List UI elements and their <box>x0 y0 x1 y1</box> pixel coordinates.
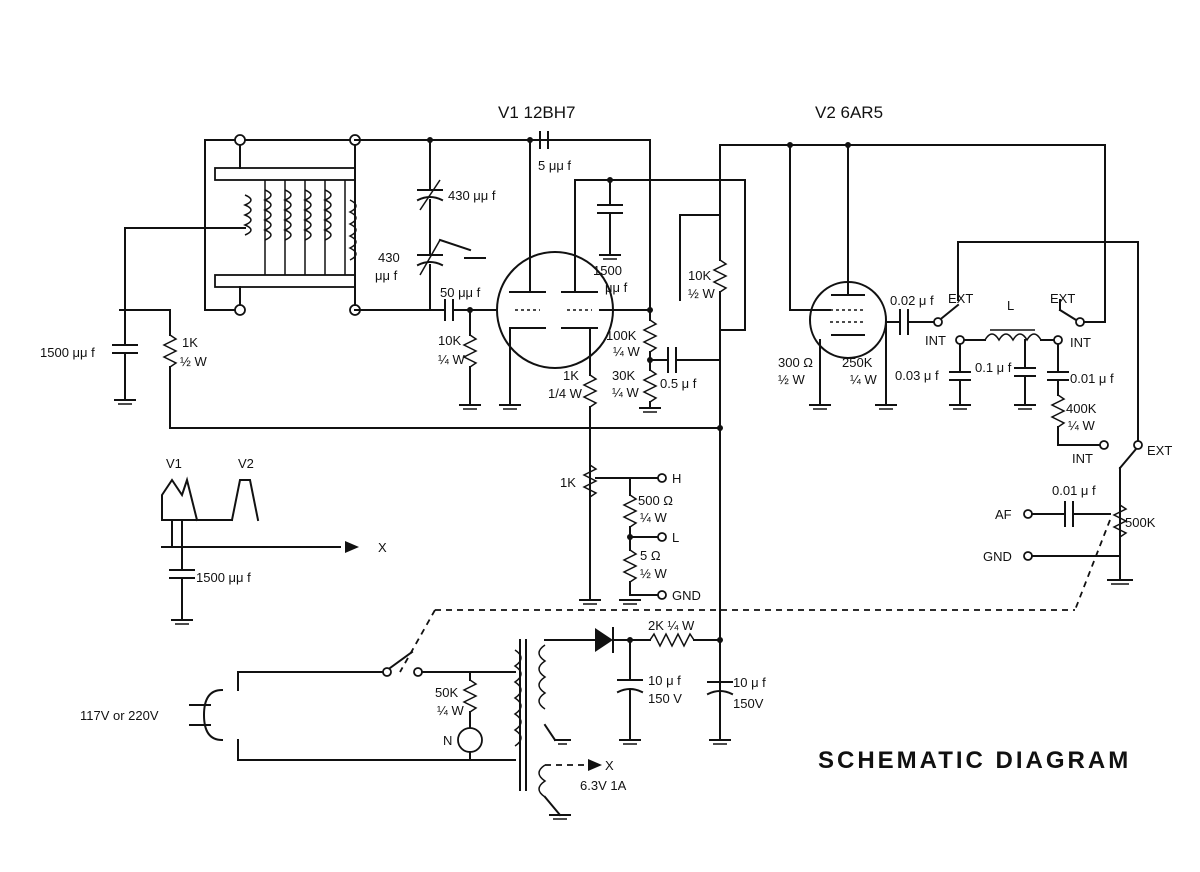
switch-int-label-3: INT <box>1072 451 1093 466</box>
cap-1500-top-unit: μμ f <box>605 280 628 295</box>
coil-turret <box>124 134 361 316</box>
pot-500k-label: 500K <box>1125 515 1156 530</box>
res-300-watt: ½ W <box>778 372 805 387</box>
cap-430b-unit: μμ f <box>375 268 398 283</box>
neon-label: N <box>443 733 452 748</box>
res-10k-label: 10K <box>438 333 461 348</box>
heater-wiring <box>161 476 359 625</box>
res-250k-watt: ¼ W <box>850 372 877 387</box>
res-500-watt: ¼ W <box>640 510 667 525</box>
res-5-watt: ½ W <box>640 566 667 581</box>
res-2k-label: 2K ¼ W <box>648 618 695 633</box>
cap-430b-label: 430 <box>378 250 400 265</box>
switch-int-label-2: INT <box>1070 335 1091 350</box>
res-100k-watt: ¼ W <box>613 344 640 359</box>
switch-int-label-1: INT <box>925 333 946 348</box>
component-labels: V1 12BH7 V2 6AR5 5 μμ f 430 μμ f 430 μμ … <box>40 103 1172 793</box>
secondary-voltage-label: 6.3V 1A <box>580 778 627 793</box>
switch-ext-label-2: EXT <box>1050 291 1075 306</box>
cap-50-label: 50 μμ f <box>440 285 481 300</box>
cap-10-2-volt: 150V <box>733 696 764 711</box>
res-50k-watt: ¼ W <box>437 703 464 718</box>
cap-1500-top-label: 1500 <box>593 263 622 278</box>
res-400k-label: 400K <box>1066 401 1097 416</box>
res-1k-cathode-label: 1K <box>563 368 579 383</box>
res-10k-watt: ¼ W <box>438 352 465 367</box>
cap-001b-label: 0.01 μ f <box>1052 483 1096 498</box>
cap-10-1-volt: 150 V <box>648 691 682 706</box>
tube-v1-12bh7 <box>496 131 746 701</box>
res-1k-top-watt: ½ W <box>180 354 207 369</box>
af-input <box>1023 501 1133 611</box>
res-10k-plate-label: 10K <box>688 268 711 283</box>
res-100k-label: 100K <box>606 328 637 343</box>
cap-1500-left-label: 1500 μμ f <box>40 345 95 360</box>
output-gnd-label: GND <box>672 588 701 603</box>
diagram-title: SCHEMATIC DIAGRAM <box>818 747 1131 774</box>
tube-v2-6ar5 <box>719 142 1143 581</box>
res-5-label: 5 Ω <box>640 548 661 563</box>
switch-ext-label-1: EXT <box>948 291 973 306</box>
res-250k-label: 250K <box>842 355 873 370</box>
cap-5uuf-label: 5 μμ f <box>538 158 571 173</box>
res-1k-top-label: 1K <box>182 335 198 350</box>
output-h-label: H <box>672 471 681 486</box>
cap-1500-heater-label: 1500 μμ f <box>196 570 251 585</box>
pot-1k-label: 1K <box>560 475 576 490</box>
heater-v1-label: V1 <box>166 456 182 471</box>
cap-002-label: 0.02 μ f <box>890 293 934 308</box>
res-400k-watt: ¼ W <box>1068 418 1095 433</box>
cap-10-2-label: 10 μ f <box>733 675 766 690</box>
res-500-label: 500 Ω <box>638 493 673 508</box>
output-l-label: L <box>672 530 679 545</box>
gnd-input-label: GND <box>983 549 1012 564</box>
cap-10-1-label: 10 μ f <box>648 673 681 688</box>
cap-430a-label: 430 μμ f <box>448 188 496 203</box>
left-bias-network <box>112 309 723 431</box>
res-30k-label: 30K <box>612 368 635 383</box>
inductor-label: L <box>1007 298 1014 313</box>
heater-v2-label: V2 <box>238 456 254 471</box>
switch-ext-label-3: EXT <box>1147 443 1172 458</box>
cap-001a-label: 0.01 μ f <box>1070 371 1114 386</box>
tuning-capacitors <box>354 137 651 410</box>
mains-label: 117V or 220V <box>80 708 159 723</box>
tube-v1-label: V1 12BH7 <box>498 103 576 122</box>
power-supply <box>189 609 1075 820</box>
res-30k-watt: ¼ W <box>612 385 639 400</box>
af-input-label: AF <box>995 507 1012 522</box>
cap-05-label: 0.5 μ f <box>660 376 697 391</box>
res-50k-label: 50K <box>435 685 458 700</box>
res-1k-cathode-watt: 1/4 W <box>548 386 583 401</box>
secondary-x-label: X <box>605 758 614 773</box>
heater-x-label: X <box>378 540 387 555</box>
output-attenuator <box>582 464 667 605</box>
cap-01-label: 0.1 μ f <box>975 360 1012 375</box>
res-300-label: 300 Ω <box>778 355 813 370</box>
tube-v2-label: V2 6AR5 <box>815 103 883 122</box>
res-10k-plate-watt: ½ W <box>688 286 715 301</box>
cap-003-label: 0.03 μ f <box>895 368 939 383</box>
